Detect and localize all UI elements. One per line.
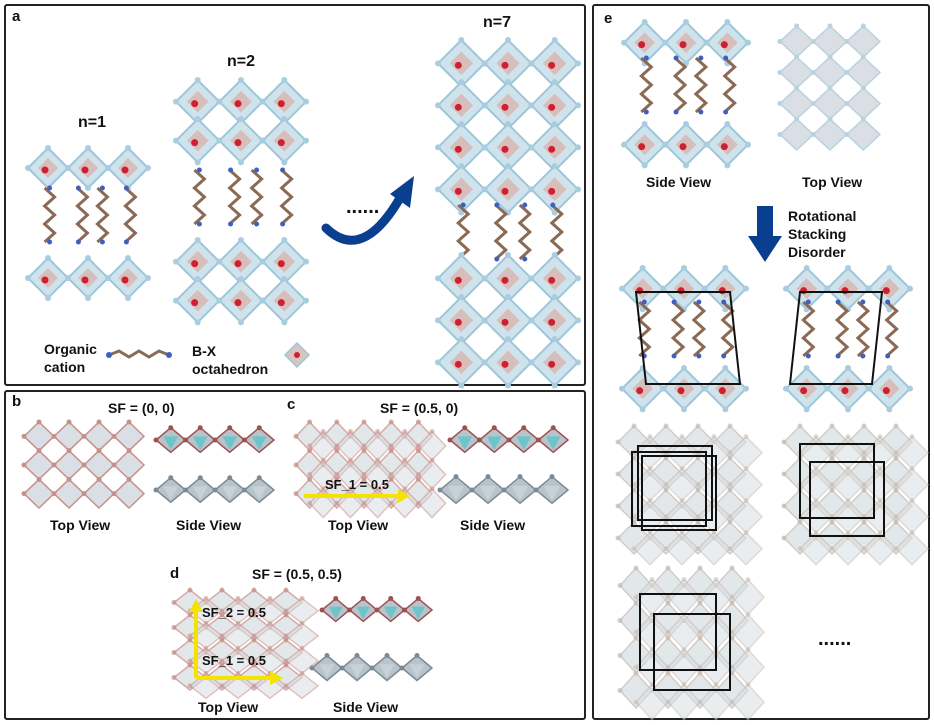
panel-d-side-caption: Side View — [333, 699, 399, 715]
panel-c-side-caption: Side View — [460, 517, 526, 533]
panel-e-top-caption: Top View — [802, 174, 863, 190]
panel-d-sf1: SF_1 = 0.5 — [202, 653, 266, 668]
panel-d-sf2: SF_2 = 0.5 — [202, 605, 266, 620]
n1-label: n=1 — [78, 114, 107, 131]
organic-cation-icon — [106, 349, 172, 359]
rotational-label: Rotational — [788, 208, 857, 224]
n1-structure — [25, 145, 151, 301]
panel-b-top-caption: Top View — [50, 517, 111, 533]
panel-e-label: e — [604, 10, 613, 27]
panel-e-top-disorder-2 — [781, 423, 930, 566]
panel-b-side-view — [153, 425, 276, 504]
panel-c-sf: SF = (0.5, 0) — [380, 400, 459, 416]
panel-e-side-disorder-2 — [783, 265, 913, 413]
panel-c-top-caption: Top View — [328, 517, 389, 533]
panel-a-label: a — [12, 8, 21, 25]
panel-c-side-view — [437, 425, 570, 505]
panel-d-top-caption: Top View — [198, 699, 259, 715]
panel-c-label: c — [287, 396, 296, 413]
panel-e-side-structure — [621, 19, 751, 169]
panel-b-sf: SF = (0, 0) — [108, 400, 175, 416]
panel-e-side-caption: Side View — [646, 174, 712, 190]
bx-label: B-X — [192, 343, 217, 359]
panel-b-top-view — [21, 419, 146, 510]
panel-d-label: d — [170, 565, 180, 582]
panel-c-top-view — [293, 419, 447, 519]
bx-octahedron-icon — [283, 341, 311, 369]
n7-label: n=7 — [483, 14, 512, 31]
stacking-label: Stacking — [788, 226, 847, 242]
panel-b-label: b — [12, 393, 22, 410]
panel-e-side-disorder-1 — [619, 265, 749, 413]
n2-label: n=2 — [227, 53, 256, 70]
ellipsis-a: ...... — [346, 196, 380, 218]
panel-e-top-structure — [777, 23, 882, 152]
organic-label: Organic — [44, 341, 97, 357]
ellipsis-e: ...... — [818, 628, 852, 650]
panel-d-sf: SF = (0.5, 0.5) — [252, 566, 342, 582]
sf-arrows-d — [189, 599, 283, 685]
octahedron-label: octahedron — [192, 361, 269, 377]
panel-c-sf1: SF_1 = 0.5 — [325, 477, 389, 492]
panel-d-top-view — [171, 587, 320, 700]
n2-structure — [173, 77, 309, 326]
panel-e-top-disorder-3 — [617, 565, 766, 721]
cation-label: cation — [44, 359, 86, 375]
panel-b-side-caption: Side View — [176, 517, 242, 533]
down-arrow-icon — [748, 206, 782, 262]
disorder-label: Disorder — [788, 244, 846, 260]
curved-arrow-icon — [321, 176, 414, 245]
sf1-arrow-c — [304, 489, 410, 503]
n7-structure — [435, 37, 581, 389]
panel-d-side-view — [309, 596, 434, 682]
panel-e-top-disorder-1 — [615, 423, 764, 566]
